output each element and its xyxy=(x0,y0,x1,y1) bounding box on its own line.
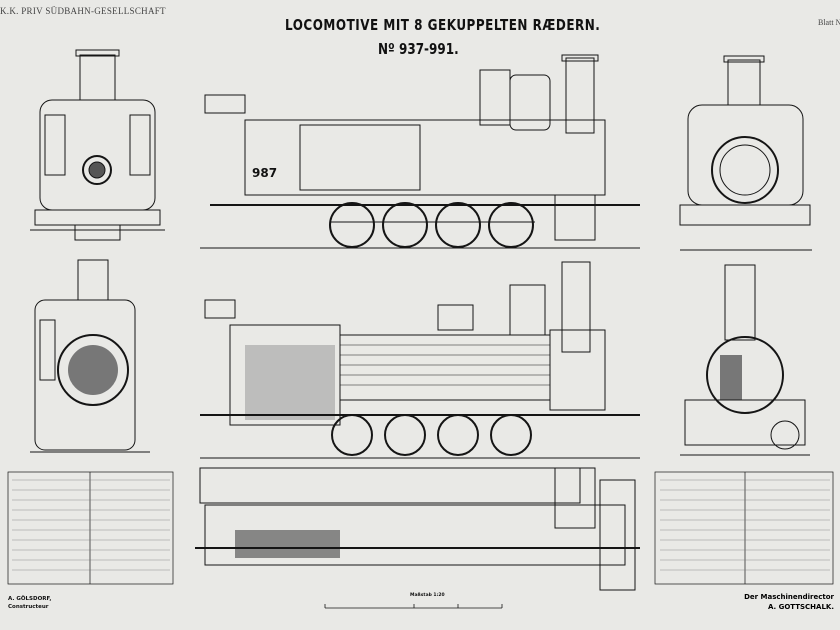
director-role: Der Maschinendirector xyxy=(744,593,834,601)
plan-view xyxy=(195,467,640,591)
locomotive-series-number: Nº 937-991. xyxy=(378,40,459,58)
designer-name: A. GÖLSDORF, xyxy=(8,596,52,602)
drawing-title: LOCOMOTIVE MIT 8 GEKUPPELTEN RÆDERN. xyxy=(285,16,601,34)
company-name: K.K. PRIV SÜDBAHN-GESELLSCHAFT xyxy=(0,6,166,16)
cross-section-left xyxy=(30,259,150,453)
specification-table-right xyxy=(654,471,834,585)
front-view-left xyxy=(30,49,165,241)
scale-bar xyxy=(324,604,503,609)
scale-label: Maßstab 1:20 xyxy=(410,593,445,598)
sheet-label: Blatt N xyxy=(818,18,840,27)
driving-wheels xyxy=(329,202,534,248)
longitudinal-section xyxy=(200,261,640,459)
director-name: A. GOTTSCHALK. xyxy=(767,603,834,611)
designer-role: Constructeur xyxy=(8,604,49,610)
locomotive-number-plate: 987 xyxy=(252,166,278,180)
side-elevation xyxy=(200,54,640,249)
specification-table-left xyxy=(7,471,174,585)
section-wheels xyxy=(331,414,532,456)
front-view-right xyxy=(679,55,812,251)
cross-section-right xyxy=(680,264,810,456)
